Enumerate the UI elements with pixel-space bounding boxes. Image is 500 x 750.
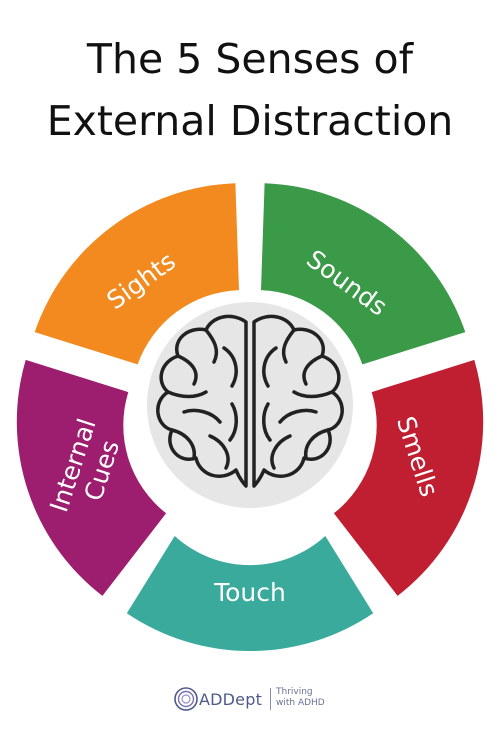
- title-line-1: The 5 Senses of: [86, 35, 414, 83]
- segment-internal-cues: Internal Cues: [16, 359, 167, 596]
- addept-logo-icon: [174, 687, 198, 711]
- brand-tagline: Thriving with ADHD: [276, 687, 325, 709]
- segment-touch-label: Touch: [213, 578, 286, 607]
- brand-name: ADDept: [199, 690, 263, 709]
- segment-sounds-shape: [261, 183, 466, 365]
- center-circle: [147, 302, 353, 508]
- footer-divider: [270, 688, 271, 710]
- brand-tagline-line-1: Thriving: [276, 687, 313, 697]
- segment-sights: Sights: [34, 183, 240, 365]
- segment-sights-shape: [34, 183, 240, 365]
- segment-touch: Touch: [126, 536, 374, 652]
- segment-smells-shape: [333, 359, 484, 596]
- footer: ADDept Thriving with ADHD: [0, 684, 500, 720]
- brain-icon: [156, 314, 344, 488]
- segment-internal-cues-shape: [16, 359, 167, 596]
- title-line-2: External Distraction: [46, 97, 454, 145]
- segment-touch-shape: [126, 536, 374, 652]
- page-title: The 5 Senses of External Distraction: [0, 28, 500, 152]
- segment-sounds: Sounds: [261, 183, 466, 365]
- segment-smells: Smells: [333, 359, 484, 596]
- brand-tagline-line-2: with ADHD: [276, 698, 325, 708]
